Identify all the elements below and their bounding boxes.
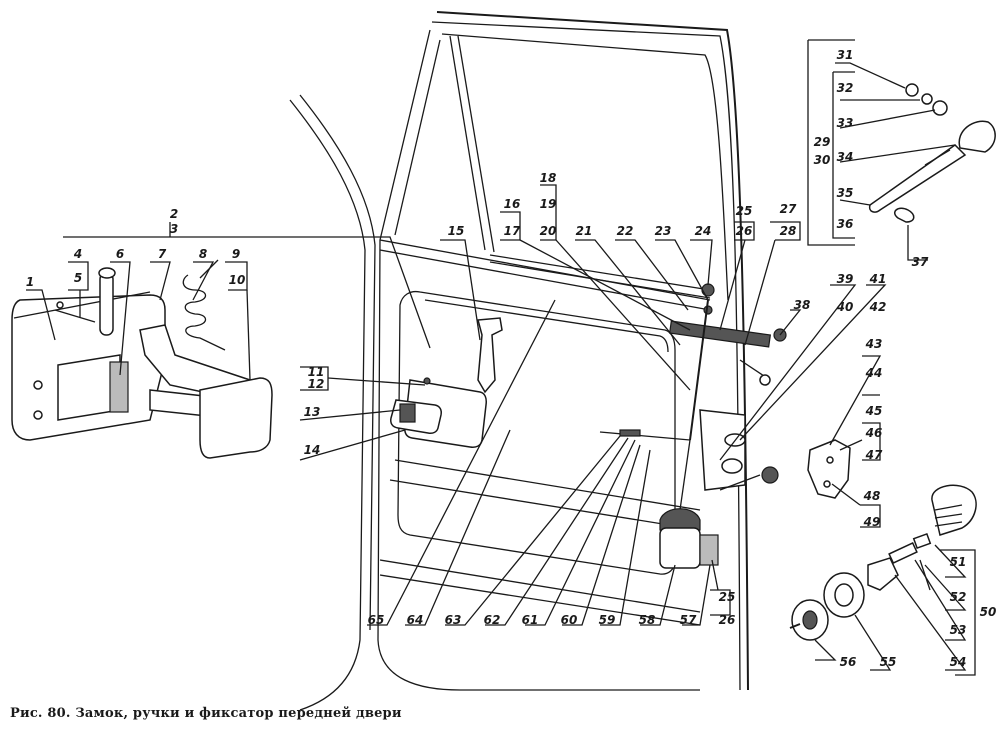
callout-45: 45 (865, 404, 883, 418)
callout-29: 29 (813, 135, 831, 149)
callout-35: 35 (836, 186, 854, 200)
lock-mechanism (599, 283, 787, 511)
actuator (659, 508, 719, 569)
door-check-assembly (11, 259, 273, 459)
callout-58: 58 (638, 613, 656, 627)
door-outline (377, 11, 749, 691)
callout-28: 28 (779, 224, 797, 238)
callout-18: 18 (539, 171, 557, 185)
callout-53: 53 (949, 623, 967, 637)
callout-63: 63 (444, 613, 462, 627)
callout-13: 13 (303, 405, 321, 419)
callout-14: 14 (303, 443, 321, 457)
callout-47: 47 (865, 448, 883, 462)
callout-12: 12 (307, 377, 325, 391)
callout-52: 52 (949, 590, 967, 604)
callout-17: 17 (503, 224, 521, 238)
body-pillar (289, 94, 376, 711)
callout-41: 41 (869, 272, 887, 286)
callout-5: 5 (73, 271, 83, 285)
callout-46: 46 (865, 426, 883, 440)
callout-32: 32 (836, 81, 854, 95)
callout-55: 55 (879, 655, 897, 669)
callout-25: 25 (735, 204, 753, 218)
outer-handle-assembly (868, 83, 996, 223)
callout-3: 3 (169, 222, 179, 236)
callout-38: 38 (793, 298, 811, 312)
callout-62: 62 (483, 613, 501, 627)
callout-56: 56 (839, 655, 857, 669)
pull-handle (477, 317, 503, 394)
callout-6: 6 (115, 247, 125, 261)
figure-caption: Рис. 80. Замок, ручки и фиксатор передне… (10, 706, 402, 721)
callout-51: 51 (949, 555, 967, 569)
callout-11: 11 (307, 365, 325, 379)
callout-23: 23 (654, 224, 672, 238)
inner-handle-assembly (390, 377, 487, 448)
callout-65: 65 (367, 613, 385, 627)
callout-43: 43 (865, 337, 883, 351)
lock-cylinder-assembly (789, 484, 977, 641)
callout-33: 33 (836, 116, 854, 130)
callout-9: 9 (231, 247, 241, 261)
callout-44: 44 (865, 366, 883, 380)
callout-8: 8 (198, 247, 208, 261)
callout-48: 48 (863, 489, 881, 503)
callout-24: 24 (694, 224, 712, 238)
callout-15: 15 (447, 224, 465, 238)
callout-34: 34 (836, 150, 854, 164)
callout-42: 42 (869, 300, 887, 314)
callout-4: 4 (73, 247, 83, 261)
callout-21: 21 (575, 224, 593, 238)
striker (807, 439, 851, 499)
callout-19: 19 (539, 197, 557, 211)
callout-40: 40 (836, 300, 854, 314)
callout-26: 26 (735, 224, 753, 238)
callout-49: 49 (863, 515, 881, 529)
callout-25-lower: 25 (718, 590, 736, 604)
callout-61: 61 (521, 613, 539, 627)
callout-1: 1 (25, 275, 35, 289)
callout-27: 27 (779, 202, 797, 216)
callout-64: 64 (406, 613, 424, 627)
callout-59: 59 (598, 613, 616, 627)
callout-20: 20 (539, 224, 557, 238)
callout-30: 30 (813, 153, 831, 167)
callout-36: 36 (836, 217, 854, 231)
callout-37: 37 (911, 255, 929, 269)
callout-39: 39 (836, 272, 854, 286)
callout-16: 16 (503, 197, 521, 211)
callout-57: 57 (679, 613, 697, 627)
callout-54: 54 (949, 655, 967, 669)
callout-50: 50 (979, 605, 997, 619)
callout-31: 31 (836, 48, 854, 62)
callout-26-lower: 26 (718, 613, 736, 627)
callout-22: 22 (616, 224, 634, 238)
callout-7: 7 (157, 247, 167, 261)
trim-panel (379, 290, 701, 626)
callout-60: 60 (560, 613, 578, 627)
callout-2: 2 (169, 207, 179, 221)
leader-lines (26, 39, 976, 676)
callout-10: 10 (228, 273, 246, 287)
